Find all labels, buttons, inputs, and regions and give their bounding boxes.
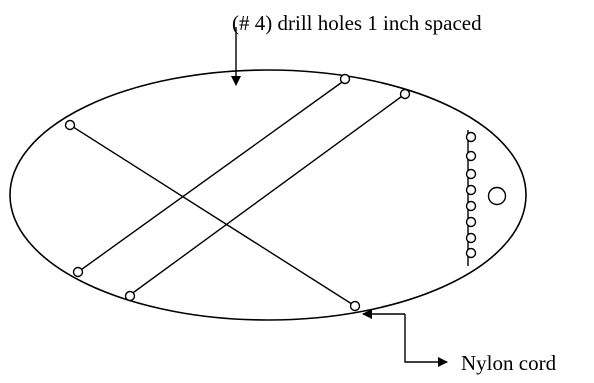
drill-hole bbox=[465, 150, 477, 162]
drill-hole-column bbox=[465, 131, 477, 259]
cord-lines bbox=[69, 79, 469, 307]
nylon-cord-leader-line bbox=[404, 314, 448, 367]
drill-hole bbox=[399, 88, 411, 100]
cord-line-1 bbox=[77, 79, 346, 273]
drill-hole bbox=[339, 73, 351, 85]
large-hole bbox=[487, 186, 507, 206]
drill-hole bbox=[465, 216, 477, 228]
drill-hole bbox=[465, 200, 477, 212]
drill-hole bbox=[465, 184, 477, 196]
nylon-cord-label: Nylon cord bbox=[461, 351, 557, 375]
drill-hole bbox=[349, 300, 361, 312]
drill-holes bbox=[64, 73, 411, 312]
drill-hole bbox=[72, 266, 84, 278]
drill-hole bbox=[465, 168, 477, 180]
drill-hole bbox=[64, 119, 76, 131]
cord-line-3 bbox=[69, 124, 356, 307]
cord-line-2 bbox=[129, 93, 406, 296]
drill-hole bbox=[124, 290, 136, 302]
drill-hole bbox=[465, 232, 477, 244]
drill-hole bbox=[465, 131, 477, 143]
oval-frame bbox=[9, 69, 527, 321]
drill-hole bbox=[465, 247, 477, 259]
drill-holes-label: (# 4) drill holes 1 inch spaced bbox=[232, 11, 482, 35]
